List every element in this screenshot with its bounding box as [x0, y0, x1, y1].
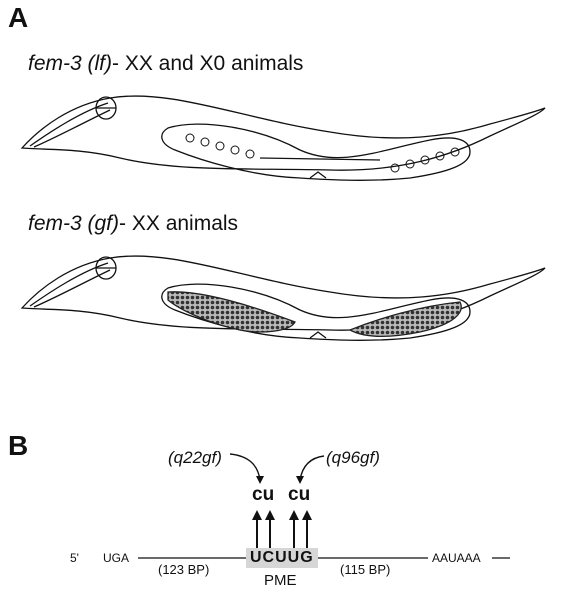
polya-signal: AAUAAA [432, 551, 481, 565]
upward-arrows [252, 510, 312, 548]
pme-sequence: UCUUG [250, 549, 314, 567]
pme-label: PME [264, 572, 297, 589]
right-spacing: (115 BP) [340, 562, 390, 577]
five-prime-label: 5' [70, 551, 79, 565]
left-spacing: (123 BP) [158, 562, 209, 577]
curved-arrows [230, 454, 324, 484]
stop-codon: UGA [103, 551, 129, 565]
